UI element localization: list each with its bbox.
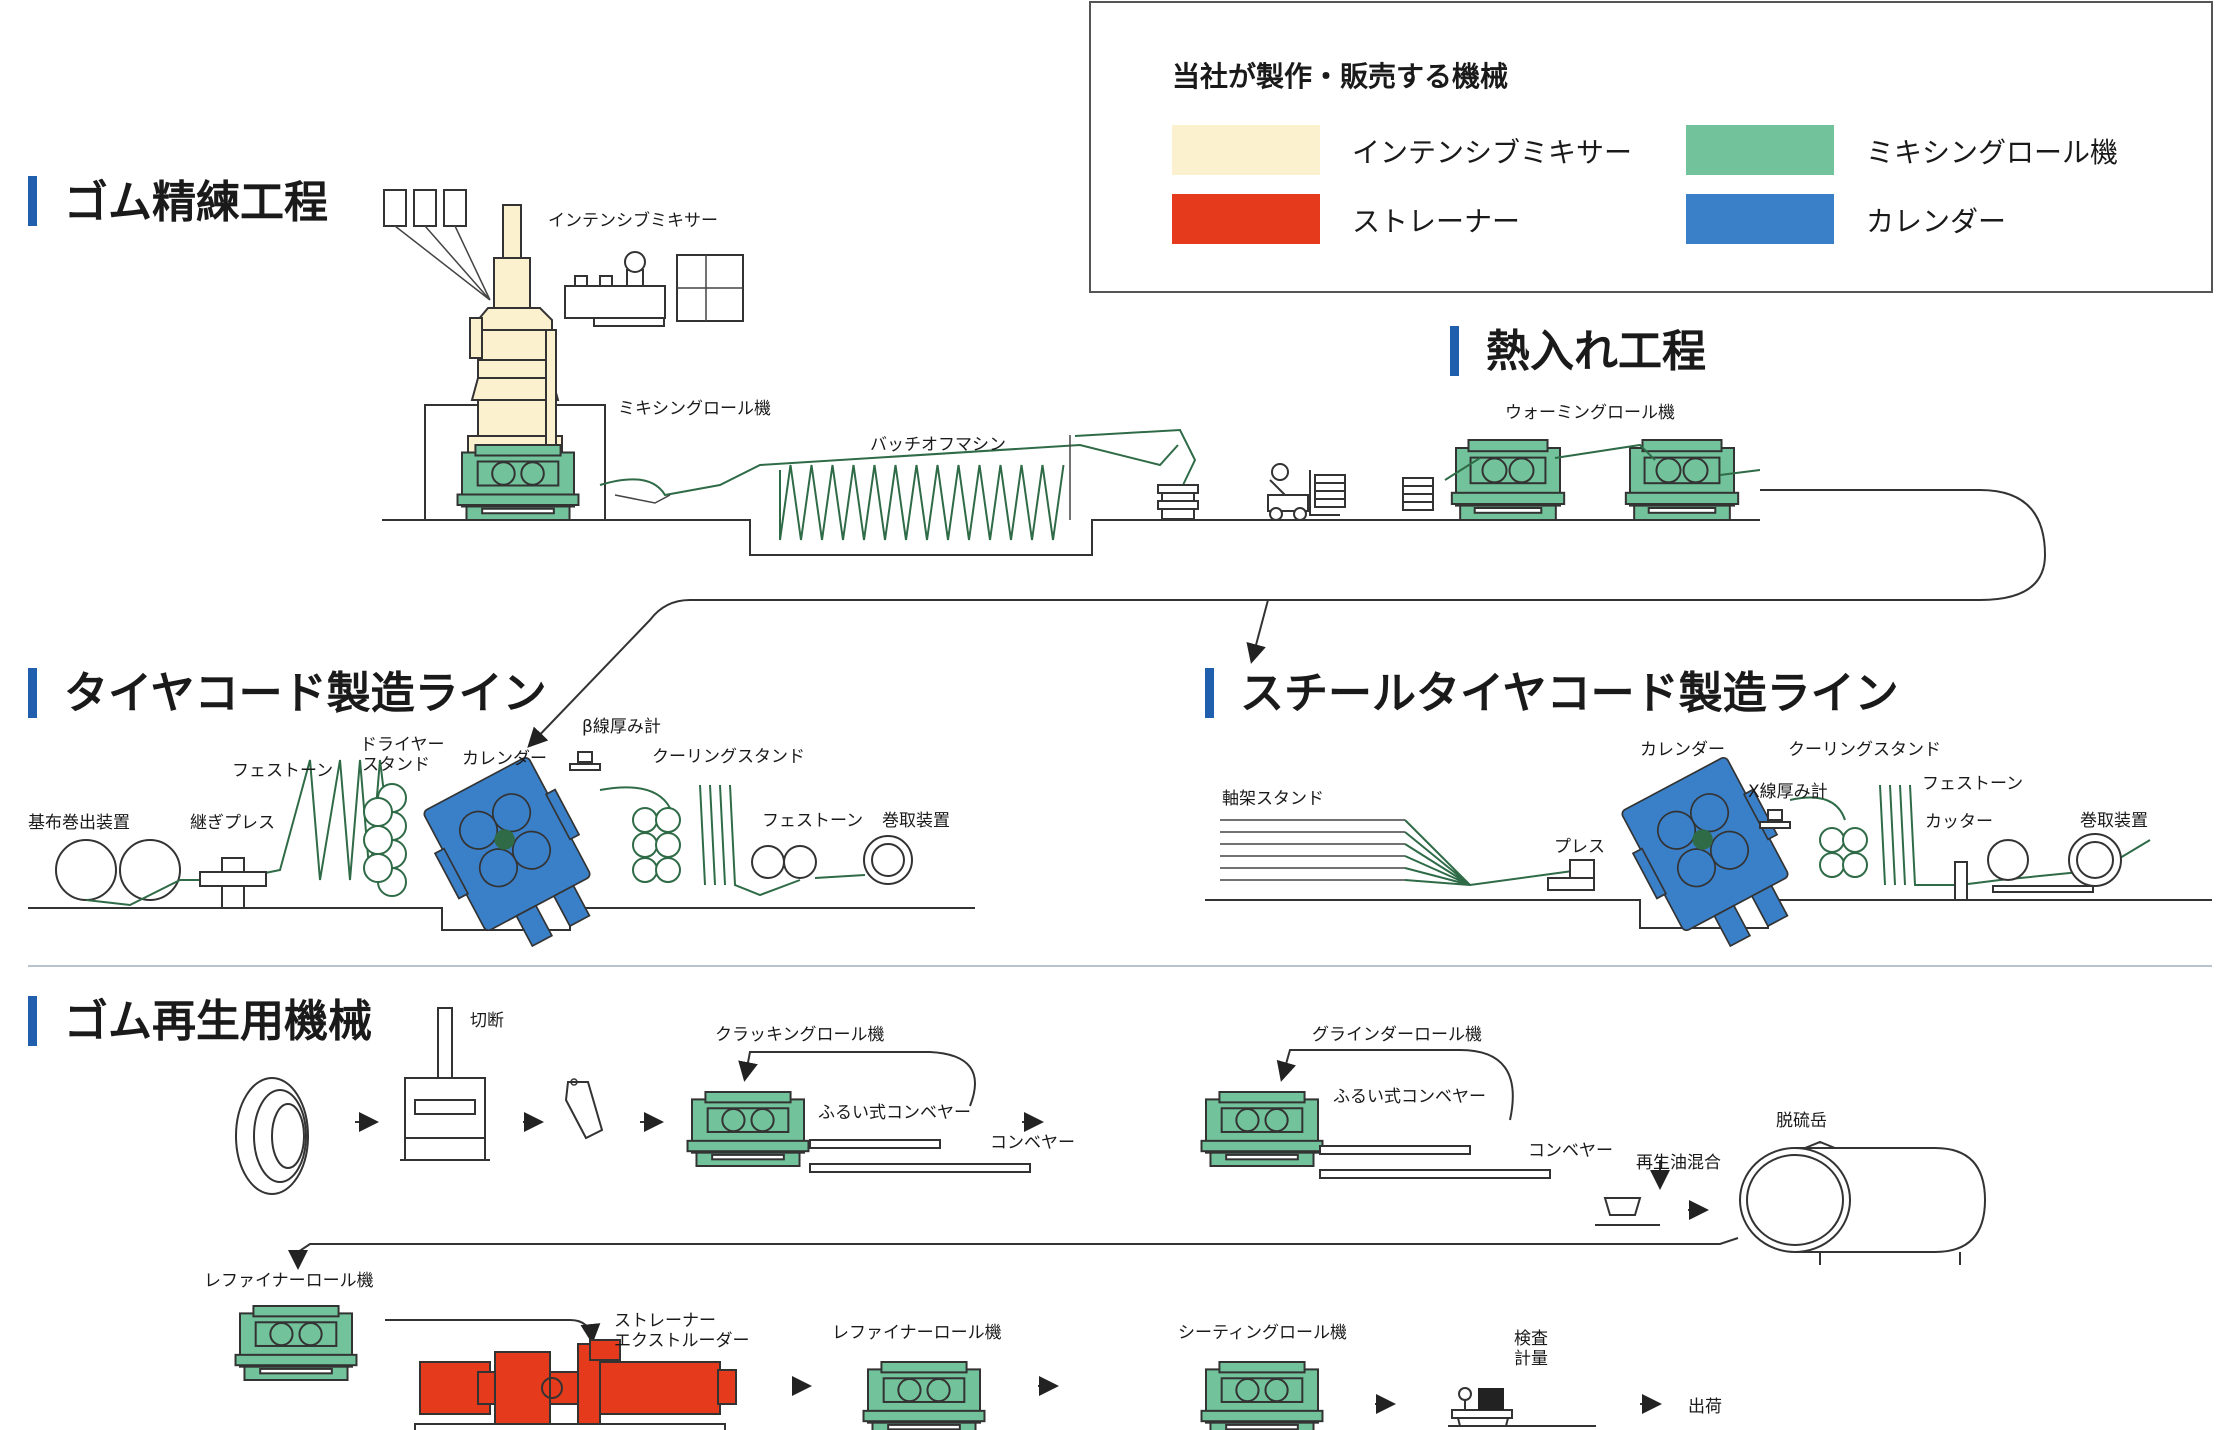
label-refiner-roll-1: レファイナーロール機 (204, 1271, 374, 1291)
legend-title: 当社が製作・販売する機械 (1172, 60, 1508, 93)
grinder-roll-machine (1200, 1091, 1324, 1168)
legend-label-mixer: インテンシブミキサー (1352, 136, 1632, 169)
label-oil-mix: 再生油混合 (1636, 1153, 1721, 1173)
reclaim-row-2 (234, 1305, 1662, 1430)
label-cutting: 切断 (470, 1011, 504, 1031)
accent-bar (28, 176, 37, 226)
label-intensive-mixer: インテンシブミキサー (548, 210, 718, 231)
forklift (1267, 463, 1434, 521)
legend-swatch-calender (1686, 194, 1834, 244)
label-festoon-3: フェストーン (1922, 774, 2023, 794)
label-conveyor-1: コンベヤー (990, 1133, 1075, 1153)
label-inspection-1: 検査 (1514, 1329, 1548, 1349)
label-refiner-roll-2: レファイナーロール機 (832, 1323, 1002, 1343)
batch-off-machine (599, 428, 1199, 541)
label-festoon: フェストーン (232, 761, 333, 781)
label-dryer-stand-1: ドライヤー (360, 735, 445, 755)
warming-roll-machine-1 (1450, 439, 1566, 522)
creel-stand (1220, 819, 1581, 887)
calender-machine-2 (1621, 756, 1789, 948)
label-sheeting-roll: シーティングロール機 (1178, 1323, 1347, 1343)
legend-label-roll: ミキシングロール機 (1866, 136, 2118, 169)
label-conveyor-2: コンベヤー (1528, 1141, 1613, 1161)
mixing-roll-machine (456, 444, 580, 521)
inspection-scale (1448, 1387, 1596, 1427)
section-title-tire-cord: タイヤコード製造ライン (64, 668, 547, 719)
label-beta-gauge: β線厚み計 (582, 717, 661, 737)
legend: 当社が製作・販売する機械 インテンシブミキサー ミキシングロール機 ストレーナー… (1089, 1, 2213, 293)
mixer-control-desk (564, 251, 744, 327)
accent-bar (1205, 668, 1214, 718)
refining-area: インテンシブミキサー ミキシングロール機 バッチオフマシン (382, 189, 2047, 748)
label-festoon-2: フェストーン (762, 811, 863, 831)
label-cooling-stand: クーリングスタンド (652, 747, 805, 767)
label-batch-off: バッチオフマシン (870, 435, 1006, 455)
refiner-roll-machine-1 (234, 1305, 358, 1382)
label-creel: 軸架スタンド (1222, 789, 1324, 809)
sheeting-roll-machine (1200, 1361, 1324, 1430)
label-dryer-stand-2: スタンド (362, 755, 430, 775)
calender-machine (423, 756, 591, 948)
legend-swatch-roll (1686, 125, 1834, 175)
label-winder-2: 巻取装置 (2080, 811, 2148, 831)
label-cutter: カッター (1925, 812, 1993, 832)
section-title-refining: ゴム精練工程 (64, 177, 328, 228)
section-title-reclaim: ゴム再生用機械 (64, 996, 372, 1047)
section-title-warming: 熱入れ工程 (1486, 326, 1706, 377)
legend-label-calender: カレンダー (1866, 205, 2006, 238)
label-press: プレス (1554, 837, 1605, 857)
label-shipping: 出荷 (1688, 1397, 1722, 1417)
label-strainer-extruder-2: エクストルーダー (614, 1331, 750, 1351)
steel-cord-line (1205, 756, 2212, 948)
legend-label-strainer: ストレーナー (1352, 205, 1520, 238)
label-shaker-1: ふるい式コンベヤー (818, 1103, 971, 1123)
accent-bar (28, 668, 37, 718)
accent-bar (1450, 326, 1459, 376)
label-splice-press: 継ぎプレス (190, 813, 275, 833)
section-titles: ゴム精練工程 熱入れ工程 タイヤコード製造ライン スチールタイヤコード製造ライン… (28, 176, 1899, 1047)
label-inspection-2: 計量 (1514, 1349, 1548, 1369)
label-grinder-roll: グラインダーロール機 (1312, 1025, 1482, 1045)
legend-swatch-strainer (1172, 194, 1320, 244)
label-calender: カレンダー (462, 749, 547, 769)
accent-bar (28, 996, 37, 1046)
label-winder: 巻取装置 (882, 811, 950, 831)
section-title-steel-cord: スチールタイヤコード製造ライン (1240, 668, 1899, 719)
label-warming-roll: ウォーミングロール機 (1505, 403, 1675, 423)
label-x-gauge: X線厚み計 (1748, 782, 1828, 802)
legend-swatch-mixer (1172, 125, 1320, 175)
reclaim-row-1 (235, 1007, 1987, 1270)
label-mixing-roll: ミキシングロール機 (618, 399, 771, 419)
label-devulcanizer: 脱硫岳 (1776, 1111, 1827, 1131)
strainer-extruder (414, 1339, 737, 1430)
warming-roll-machine-2 (1624, 439, 1740, 522)
label-cooling-stand-2: クーリングスタンド (1788, 740, 1941, 760)
cracking-roll-machine (686, 1091, 810, 1168)
label-cloth-unwind: 基布巻出装置 (28, 813, 130, 833)
label-shaker-2: ふるい式コンベヤー (1333, 1087, 1486, 1107)
refiner-roll-machine-2 (862, 1361, 986, 1430)
tire-cord-line (28, 751, 975, 948)
label-strainer-extruder-1: ストレーナー (614, 1311, 716, 1331)
label-calender-2: カレンダー (1640, 740, 1725, 760)
label-cracking-roll: クラッキングロール機 (715, 1025, 885, 1045)
